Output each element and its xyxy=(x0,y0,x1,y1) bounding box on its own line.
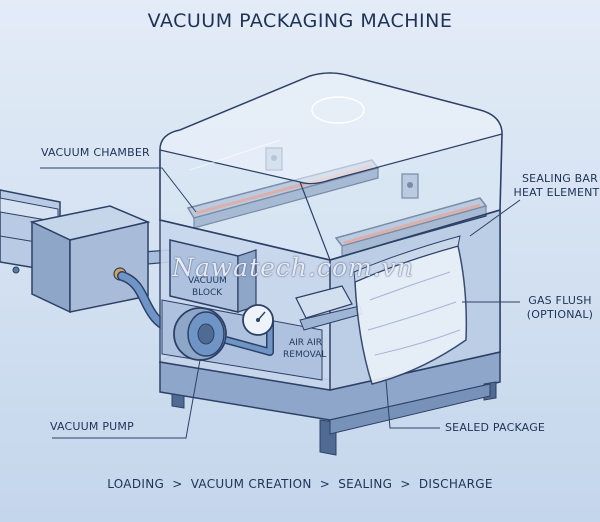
sealed-package xyxy=(353,235,468,385)
air-removal-label-1: AIR AIR xyxy=(289,338,322,348)
pressure-gauge xyxy=(242,304,274,336)
sealing-bar-label: SEALING BAR xyxy=(522,172,598,185)
vacuum-chamber-label: VACUUM CHAMBER xyxy=(41,146,150,159)
gas-flush-optional-label: (OPTIONAL) xyxy=(526,308,594,321)
sealing-bar-front xyxy=(334,173,488,257)
heat-element-label: HEAT ELEMENT xyxy=(513,186,600,199)
glass-lid xyxy=(159,72,503,261)
flow-step-discharge: DISCHARGE xyxy=(418,477,493,491)
flow-separator: > xyxy=(172,477,183,491)
vacuum-block-label-1: VACUUM xyxy=(188,276,227,286)
vacuum-pump-label: VACUUM PUMP xyxy=(50,420,134,433)
process-flow: LOADING > VACUUM CREATION > SEALING > DI… xyxy=(0,477,600,491)
page-title: VACUUM PACKAGING MACHINE xyxy=(147,10,453,32)
leader-lines xyxy=(40,167,521,439)
vacuum-block xyxy=(169,239,257,313)
air-removal-label-2: REMOVAL xyxy=(283,350,327,360)
flow-separator: > xyxy=(319,477,331,491)
gas-flush-label: GAS FLUSH xyxy=(528,294,592,307)
flow-step-loading: LOADING xyxy=(107,477,165,491)
flow-separator: > xyxy=(400,477,411,491)
watermark: Nawatech.com.vn xyxy=(172,253,414,282)
sealed-package-label: SEALED PACKAGE xyxy=(445,421,546,434)
vacuum-pump-box xyxy=(29,205,151,314)
vacuum-pump-motor xyxy=(173,307,274,361)
flow-step-vacuum-creation: VACUUM CREATION xyxy=(190,477,312,491)
flow-step-sealing: SEALING xyxy=(338,477,393,491)
vacuum-block-label-2: BLOCK xyxy=(192,288,223,298)
